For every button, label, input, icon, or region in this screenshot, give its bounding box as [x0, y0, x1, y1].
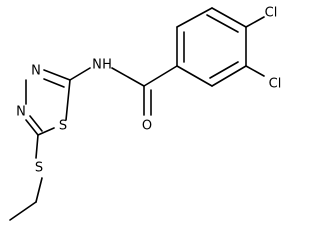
bonds — [9, 7, 265, 221]
bond — [176, 65, 213, 87]
bond — [37, 127, 55, 136]
bond — [143, 65, 178, 87]
bond — [209, 61, 239, 79]
bond — [111, 67, 145, 87]
oxygen-label: O — [142, 119, 152, 134]
bond — [245, 65, 265, 77]
bond — [69, 67, 91, 81]
ring-nitrogen-label-top: N — [31, 64, 41, 79]
atom-labels: Cl Cl O N H N N S S — [16, 6, 281, 176]
amide-nitrogen-label: N — [92, 58, 102, 73]
chlorine-label-top: Cl — [265, 6, 278, 21]
bond — [176, 7, 213, 28]
bond — [211, 65, 247, 87]
ring-nitrogen-label-left: N — [16, 105, 26, 120]
bond — [245, 16, 265, 28]
bond — [206, 14, 239, 33]
bond — [25, 119, 39, 136]
bond — [43, 69, 71, 81]
bond — [43, 78, 65, 88]
bond — [35, 134, 39, 159]
bond — [211, 7, 247, 28]
ring-sulfur-label: S — [59, 119, 67, 134]
bond — [35, 177, 43, 203]
bond — [9, 201, 37, 221]
thioether-sulfur-label: S — [35, 161, 43, 176]
bond — [65, 79, 71, 121]
bond — [29, 115, 43, 132]
molecule-structure: Cl Cl O N H N N S S — [9, 6, 281, 221]
chlorine-label-right: Cl — [269, 77, 282, 92]
amide-hydrogen-label: H — [102, 58, 112, 73]
